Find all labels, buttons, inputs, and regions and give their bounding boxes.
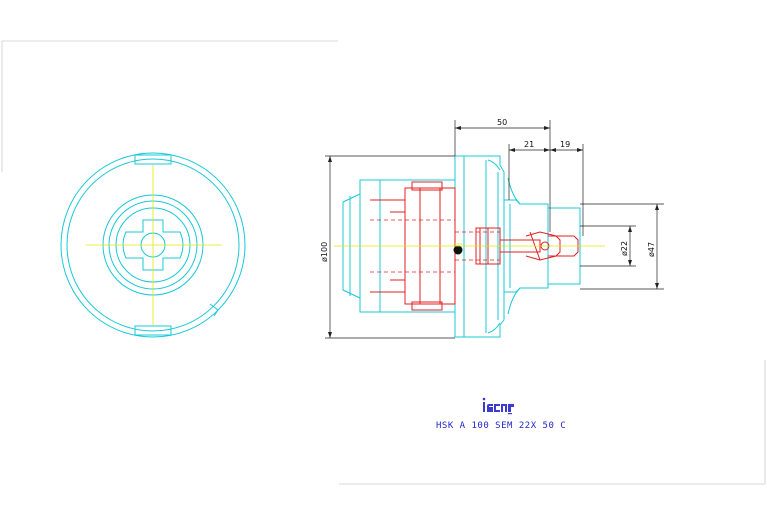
dim-length-a: 21 <box>524 140 534 149</box>
tool-designation: HSK A 100 SEM 22X 50 C <box>436 421 566 431</box>
drive-slot-top <box>134 154 172 165</box>
side-view-centerline <box>334 243 605 247</box>
dim-diameter-flange: ø100 <box>320 242 329 262</box>
sheet-frame <box>1 40 766 485</box>
outer-flange-circle <box>60 152 246 338</box>
iscar-logo-icon <box>482 397 514 415</box>
orientation-notch <box>209 303 219 317</box>
dim-length-b: 19 <box>560 140 570 149</box>
end-view-centerlines <box>86 165 222 325</box>
coolant-ball-icon <box>453 245 463 255</box>
dimension-arrows <box>328 126 659 338</box>
dimension-lines <box>325 120 664 339</box>
drive-slot-bottom <box>134 325 172 336</box>
dim-length-overall: 50 <box>497 118 507 127</box>
dim-diameter-bore: ø22 <box>620 241 629 256</box>
side-view-outline <box>342 155 581 338</box>
inner-flange-circle <box>66 158 240 332</box>
cross-center <box>122 219 184 271</box>
hidden-lines <box>370 219 500 273</box>
dim-diameter-body: ø47 <box>647 242 656 257</box>
